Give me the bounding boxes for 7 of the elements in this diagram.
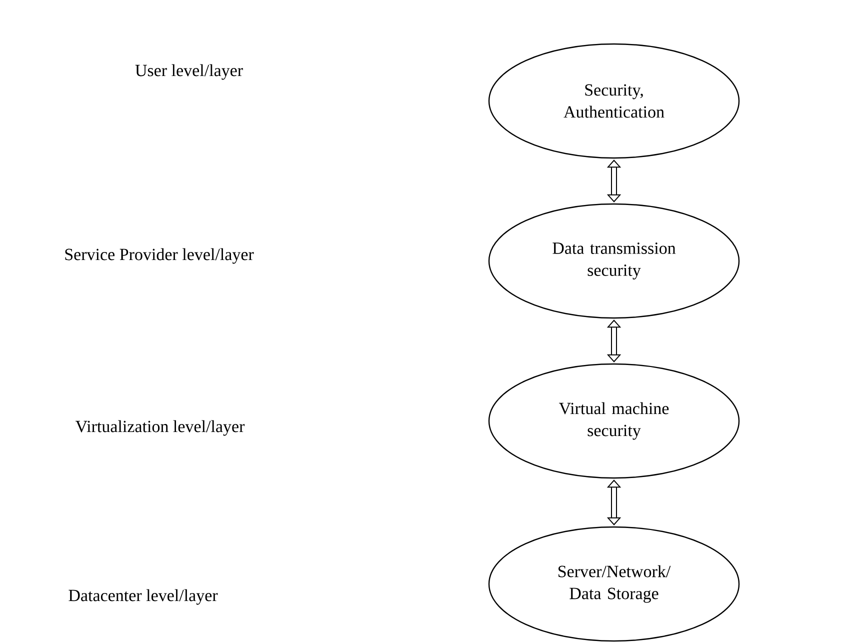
layer-label: Virtualization level/layer xyxy=(76,420,245,436)
double-arrow xyxy=(606,480,622,526)
layer-label: Service Provider level/layer xyxy=(65,248,254,264)
double-arrow xyxy=(606,160,622,202)
layer-label: User level/layer xyxy=(135,64,243,80)
double-arrow xyxy=(606,320,622,362)
layer-label: Datacenter level/layer xyxy=(68,589,218,605)
